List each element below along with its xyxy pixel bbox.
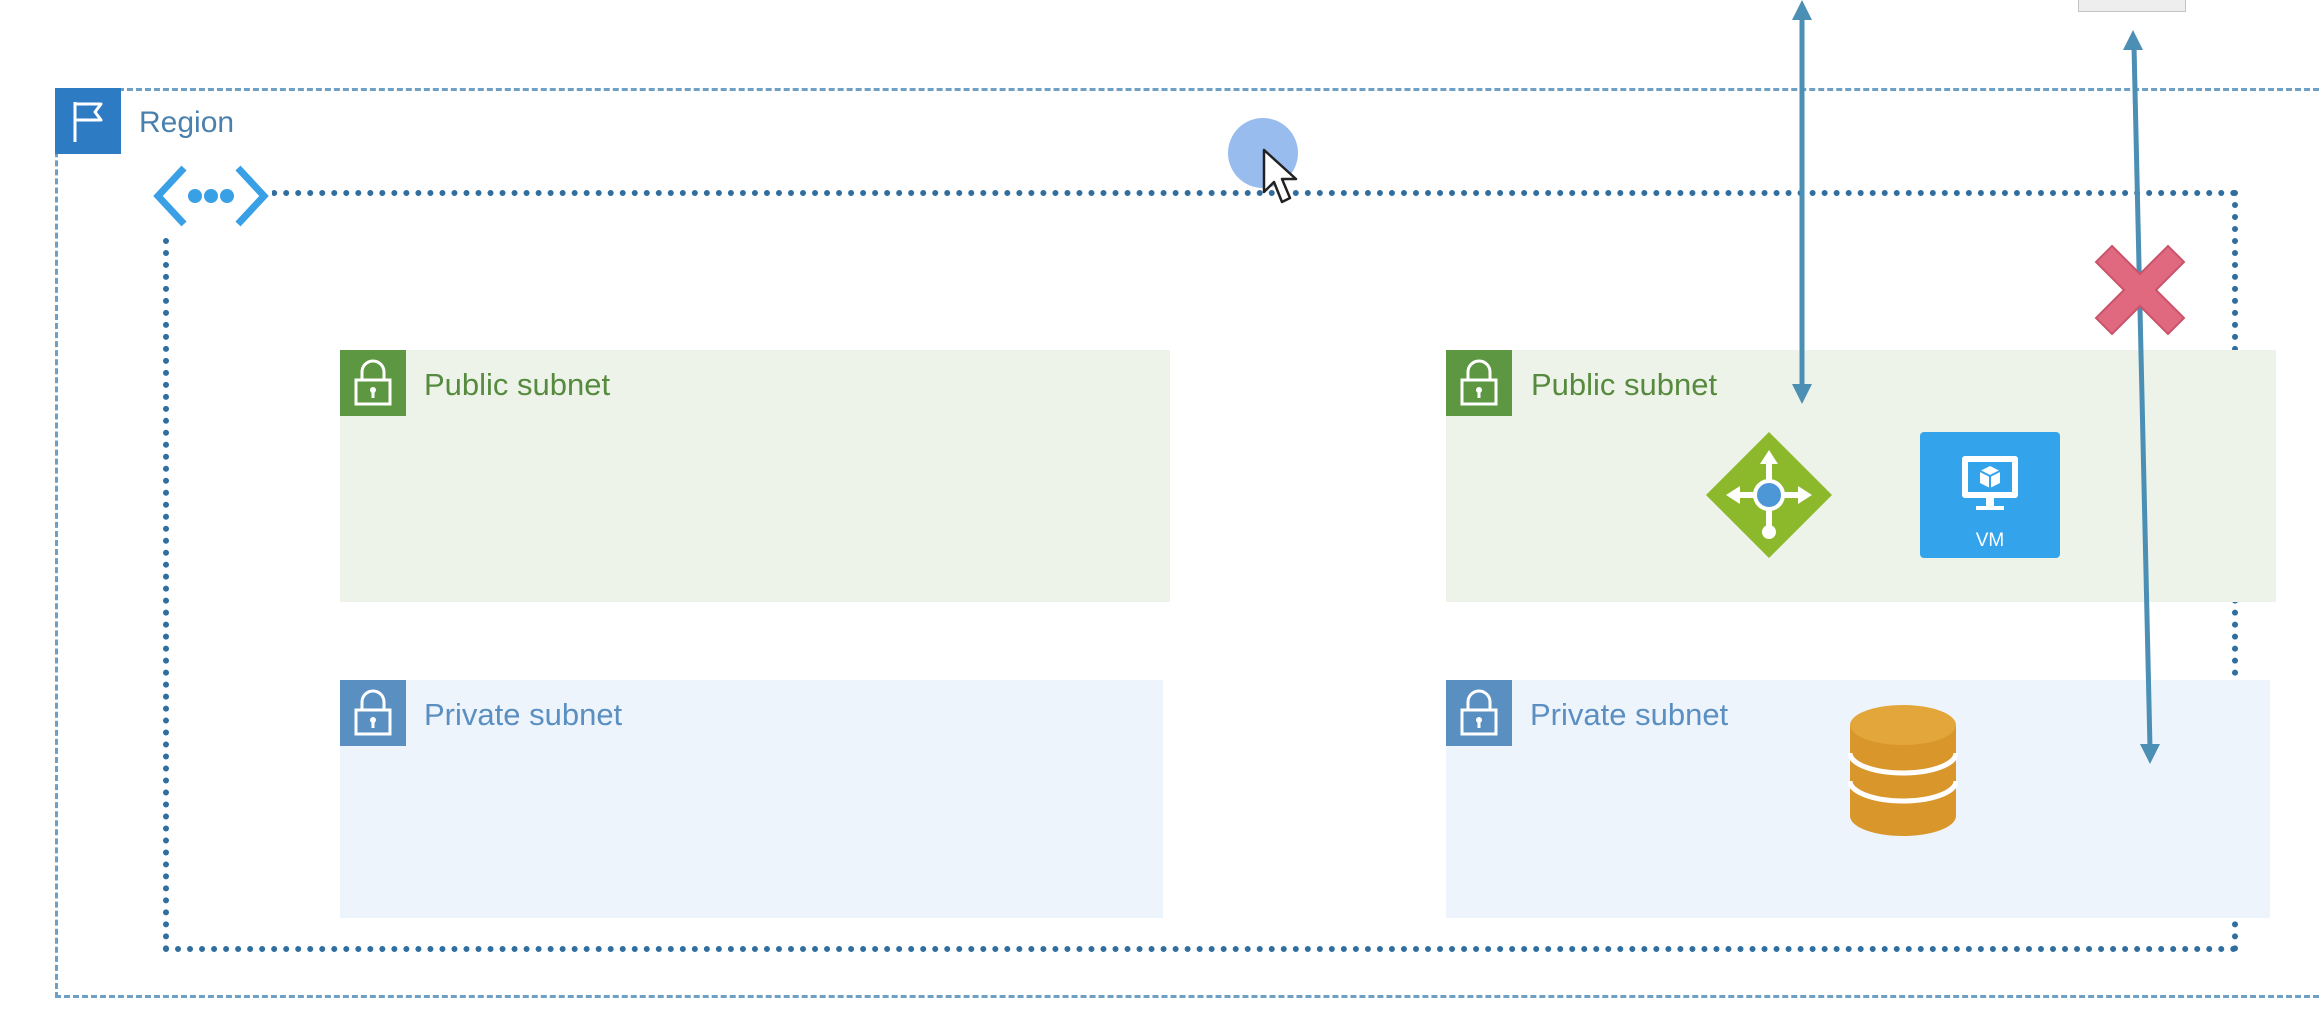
flag-icon (55, 88, 121, 154)
lock-icon (340, 680, 406, 746)
public-subnet-right[interactable] (1446, 350, 2276, 602)
private-subnet-left[interactable] (340, 680, 1163, 918)
subnet-label: Private subnet (424, 697, 623, 732)
cursor-arrow-icon (1262, 148, 1300, 208)
public-subnet-left[interactable] (340, 350, 1170, 602)
vpc-endpoints-icon (150, 160, 272, 232)
vm-label: VM (1975, 530, 2005, 551)
subnet-label: Public subnet (424, 367, 611, 402)
lock-icon (340, 350, 406, 416)
region-group[interactable] (55, 88, 2322, 998)
region-label: Region (139, 106, 235, 139)
red-x-icon (2090, 240, 2190, 340)
internet-node[interactable] (2078, 0, 2186, 12)
vm-node[interactable]: VM (1920, 432, 2060, 558)
load-balancer-icon[interactable] (1704, 430, 1834, 560)
subnet-label: Private subnet (1530, 697, 1729, 732)
lock-icon (1446, 680, 1512, 746)
vm-icon (1962, 456, 2018, 510)
database-icon[interactable] (1847, 703, 1959, 838)
subnet-label: Public subnet (1531, 367, 1718, 402)
lock-icon (1446, 350, 1512, 416)
